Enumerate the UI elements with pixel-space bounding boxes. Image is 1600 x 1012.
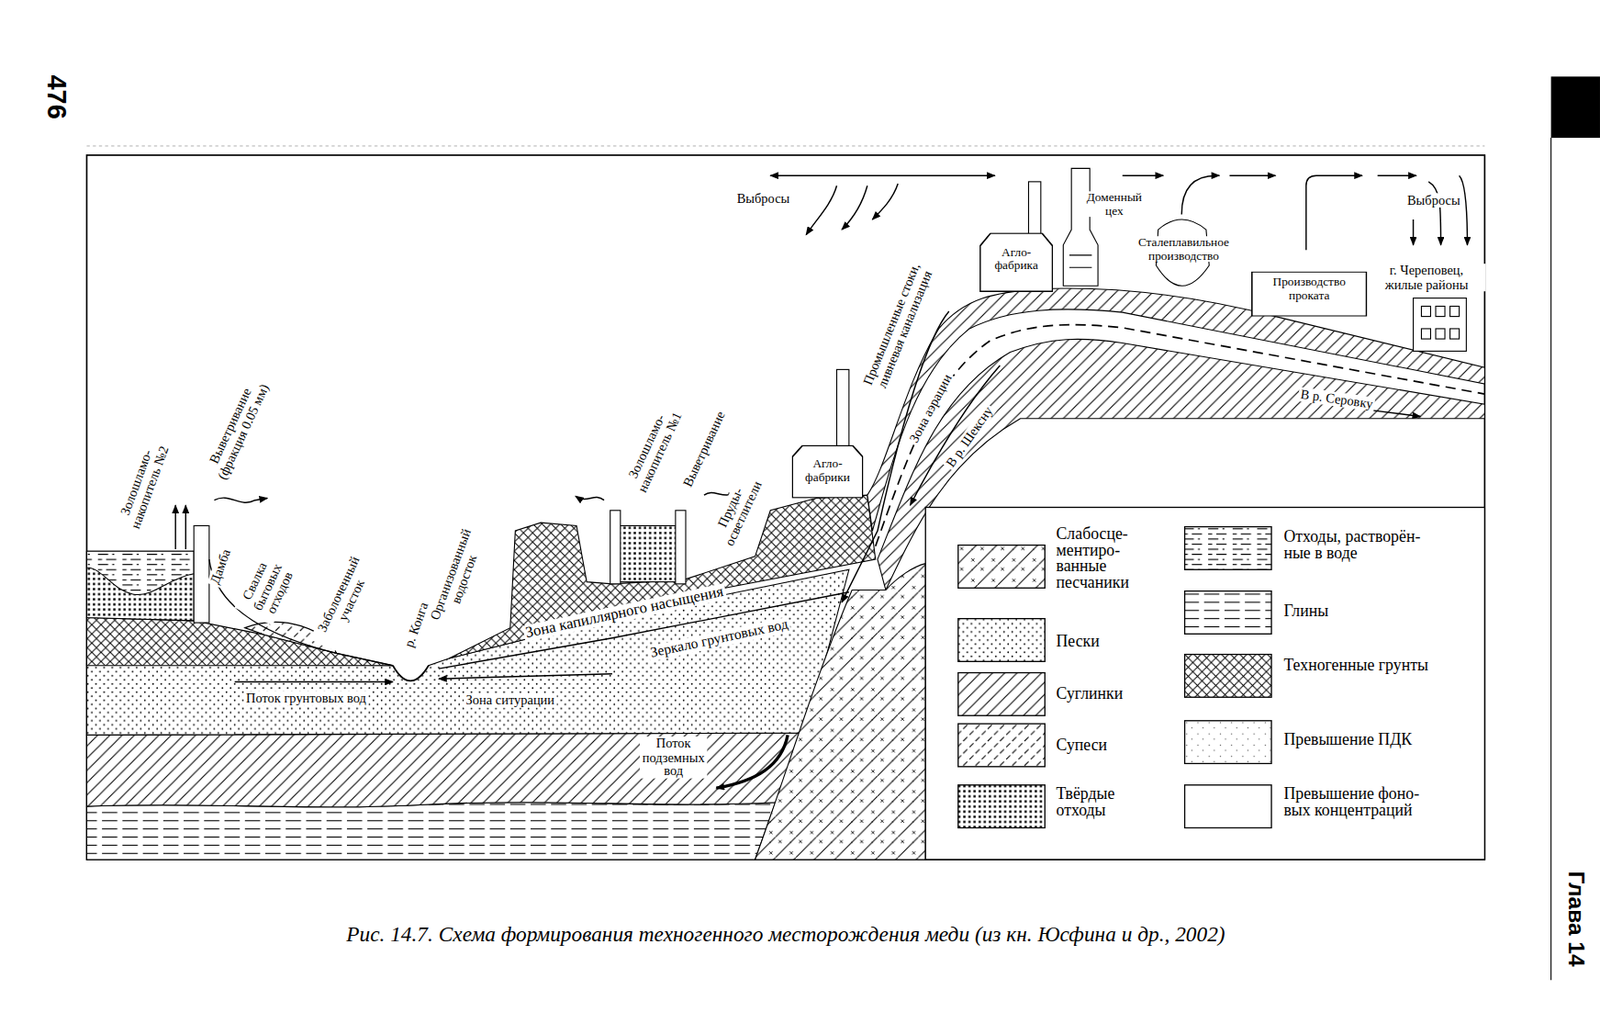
legend-swatch [1183,719,1274,765]
section-label: г. Череповец, жилые районы [1367,263,1487,291]
section-label: В р. Серовку [1297,386,1377,412]
building-name: Агло- фабрика [979,246,1053,272]
section-label: Выбросы [734,191,792,206]
legend-swatch [957,783,1048,829]
section-label: В р. Шексну [942,402,997,471]
section-label: Свалка бытовых отходов [234,548,301,626]
section-label: Золошламо- накопитель №1 [617,394,688,504]
legend-swatch [1183,590,1274,636]
legend-swatch [1183,783,1274,829]
section-label: Зона капиллярного насыщения [522,582,728,642]
plant-box: Производство проката [1251,271,1368,317]
section-label: Золошламо- накопитель №2 [111,430,175,540]
legend-text: Суглинки [1056,685,1179,703]
legend-text: Пески [1056,632,1179,649]
section-label: Зона ситурации [463,693,557,707]
building-name: Производство проката [1251,275,1368,302]
section-label: Зеркало грунтовых вод [647,616,792,662]
legend-text: Супеси [1056,737,1179,754]
legend-text: Глины [1283,603,1437,620]
section-label: Организованный водосток [424,516,491,636]
legend-text: Отходы, растворён- ные в воде [1283,528,1437,562]
section-label: Зона аэрации [906,369,956,447]
section-label: Выветривание [679,407,728,492]
legend-swatch [1183,652,1274,698]
legend-text: Превышение ПДК [1283,731,1457,749]
section-label: Поток грунтовых вод [244,691,369,705]
plant-building: Агло- фабрика [979,232,1053,291]
section-label: Поток подземных вод [639,736,707,778]
chapter-tab: Глава 14 [1565,868,1589,969]
figure-caption: Рис. 14.7. Схема формирования техногенно… [346,922,1225,946]
plant-building: Агло- фабрики [792,445,864,499]
page-number: 476 [42,72,70,122]
section-label: Дамба [207,545,235,588]
section-label: Заболоченный участок [310,542,381,651]
section-label: Промышленные стоки, ливневая канализация [857,253,939,401]
legend-swatch [957,543,1048,589]
section-label: Пруды- осветлители [705,465,768,555]
legend-text: Твёрдые отходы [1056,785,1154,819]
legend-text: Слабосце- ментиро- ванные песчаники [1056,525,1154,591]
section-label: Сталеплавильное производство [1115,235,1253,262]
legend-swatch [1183,525,1274,571]
legend-swatch [957,671,1048,717]
section-label: Доменный цех [1080,190,1148,217]
building-name: Агло- фабрики [792,457,864,483]
legend-text: Техногенные грунты [1283,657,1437,674]
legend-text: Превышение фоно- вых концентраций [1283,785,1437,819]
section-label: Выбросы [1405,192,1463,207]
legend-swatch [957,617,1048,663]
legend-swatch [957,722,1048,768]
section-label: Выветривание (фракция 0.05 мм) [197,365,277,493]
